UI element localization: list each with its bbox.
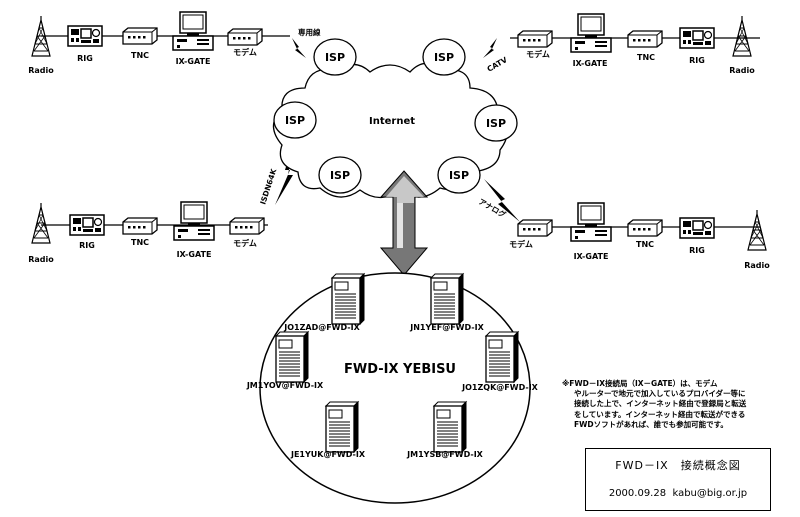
ix-gate-pc-icon [570,13,612,53]
ix-gate-label: IX-GATE [177,250,212,259]
rig-label: RIG [689,246,705,255]
server-icon [485,331,519,383]
node-label: JE1YUK@FWD-IX [290,450,366,459]
isp-node-bottom-right: ISP [437,156,481,194]
lightning-bolt-icon [484,179,520,222]
modem-label: モデム [233,238,257,248]
rig-label: RIG [689,56,705,65]
node-label: JO1ZQK@FWD-IX [461,383,539,392]
isp-node-right: ISP [474,104,518,142]
server-icon [325,401,359,453]
isp-label: ISP [486,117,506,130]
station-top-right: モデム IX-GATE TNC RIG Radio [510,13,760,75]
modem-label: モデム [233,47,257,57]
isp-label: ISP [449,169,469,182]
ix-gate-label: IX-GATE [573,59,608,68]
lightning-bolt-icon [483,38,497,58]
note-line: ※FWD－IX接続局（IX－GATE）は、モデム [562,379,718,388]
explanatory-note: ※FWD－IX接続局（IX－GATE）は、モデム やルーターで地元で加入している… [562,379,794,430]
tnc-icon [122,217,158,235]
station-mid-left: Radio RIG TNC IX-GATE モデム [28,201,268,264]
radio-label: Radio [744,261,770,270]
email-label: kabu@big.or.jp [672,488,748,499]
date-label: 2000.09.28 [608,488,667,499]
node-label: JM1YOV@FWD-IX [246,381,324,390]
title-box: FWD－IX 接続概念図 2000.09.28 kabu@big.or.jp [585,448,771,511]
ix-gate-label: IX-GATE [176,57,211,66]
radio-tower-icon [747,209,767,251]
radio-label: Radio [729,66,755,75]
tnc-label: TNC [131,238,149,247]
radio-label: Radio [28,255,54,264]
note-line: やルーターで地元で加入しているプロバイダー等に [574,389,746,399]
tnc-label: TNC [636,240,654,249]
rig-icon [67,25,103,47]
modem-icon [227,28,263,46]
rig-label: RIG [77,54,93,63]
node-label: JN1YEF@FWD-IX [409,323,484,332]
modem-icon [517,30,553,48]
tnc-icon [627,219,663,237]
server-icon [331,273,365,325]
isp-label: ISP [434,51,454,64]
server-icon [433,401,467,453]
date-author: 2000.09.28 kabu@big.or.jp [586,488,770,499]
ix-gate-pc-icon [570,202,612,242]
isp-node-top-left: ISP [313,38,357,76]
isp-nodes: ISP ISP ISP ISP ISP ISP [273,38,518,194]
node-label: JM1YSB@FWD-IX [406,450,484,459]
ix-gate-label: IX-GATE [574,252,609,261]
radio-tower-icon [732,15,752,57]
modem-icon [229,217,265,235]
rig-icon [679,27,715,49]
modem-label: モデム [526,49,550,59]
diagram-title: FWD－IX 接続概念図 [615,459,741,472]
fwd-ix-hub: FWD-IX YEBISU JO1ZAD@FWD-IX JN1YEF@FWD-I… [246,272,539,504]
tnc-icon [122,27,158,45]
radio-label: Radio [28,66,54,75]
server-icon [430,273,464,325]
isp-label: ISP [285,114,305,127]
radio-tower-icon [31,202,51,244]
note-line: 接続した上で、インターネット経由で登録局と転送 [574,399,747,409]
tnc-label: TNC [131,51,149,60]
station-mid-right: モデム IX-GATE TNC RIG Radio [509,202,770,270]
ix-gate-pc-icon [172,11,214,51]
internet-label: Internet [369,116,415,127]
modem-label: モデム [509,239,533,249]
rig-icon [69,214,105,236]
rig-icon [679,217,715,239]
bidirectional-arrow-icon [379,170,429,276]
node-label: JO1ZAD@FWD-IX [283,323,360,332]
tnc-label: TNC [637,53,655,62]
link-isdn-label: ISDN64K [258,167,278,206]
isp-label: ISP [325,51,345,64]
modem-icon [517,219,553,237]
isp-label: ISP [330,169,350,182]
rig-label: RIG [79,241,95,250]
server-icon [275,331,309,383]
note-line: をしています。インターネット経由で転送ができる [574,409,746,419]
link-catv-label: CATV [486,55,509,74]
isp-node-top-right: ISP [422,38,466,76]
note-line: FWDソフトがあれば、誰でも参加可能です。 [574,419,728,429]
station-top-left: Radio RIG TNC IX-GATE モデム [28,11,290,75]
isp-node-left: ISP [273,101,317,139]
lightning-bolt-icon [292,38,306,58]
link-leased-label: 専用線 [298,27,321,37]
ix-gate-pc-icon [173,201,215,241]
isp-node-bottom-left: ISP [318,156,362,194]
tnc-icon [627,30,663,48]
hub-title: FWD-IX YEBISU [344,362,456,377]
